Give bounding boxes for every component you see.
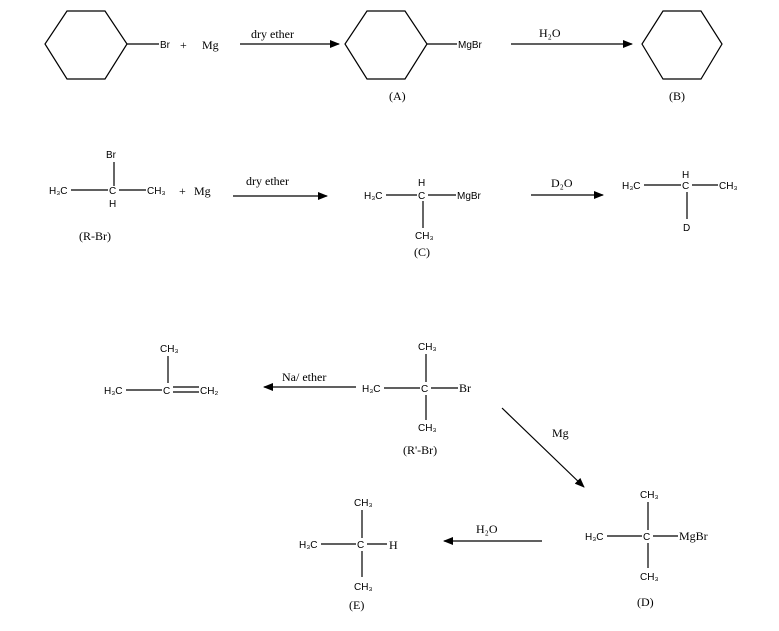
- rbr-h3c-label: H₃C: [362, 384, 381, 395]
- e-ch3-bottom-label: CH₃: [354, 582, 373, 593]
- alkene-ch3-label: CH₃: [160, 344, 179, 355]
- grignard-mgbr-label: MgBr: [457, 191, 482, 202]
- rbr-ch3-bottom-label: CH₃: [418, 423, 437, 434]
- dry-ether-label-2: dry ether: [246, 174, 289, 188]
- grignard-h-label: H: [418, 178, 425, 189]
- plus-sign-2: +: [179, 184, 186, 198]
- e-h3c-label: H₃C: [299, 540, 318, 551]
- hydrogen-label: H: [109, 199, 116, 210]
- e-h-label: H: [389, 538, 398, 552]
- label-d: (D): [637, 595, 654, 609]
- magnesium-label: Mg: [202, 38, 219, 52]
- cyclohexane-ring-product: [641, 10, 723, 80]
- na-ether-label: Na/ ether: [282, 370, 326, 384]
- mgbr-label: MgBr: [458, 40, 483, 51]
- grignard-h3c-label: H₃C: [364, 191, 383, 202]
- product-h3c-label: H₃C: [622, 181, 641, 192]
- br-top-label: Br: [106, 150, 117, 161]
- label-e: (E): [349, 598, 364, 612]
- label-a: (A): [389, 89, 406, 103]
- arrow-mg: [501, 407, 585, 488]
- product-carbon-label: C: [682, 181, 689, 192]
- product-ch3-label: CH₃: [719, 181, 738, 192]
- reaction-1: Br + Mg dry ether MgBr (A) H₂O (B): [44, 10, 723, 103]
- plus-sign: +: [180, 38, 187, 52]
- cyclohexane-ring-reactant: [44, 10, 128, 80]
- ch3-label: CH₃: [147, 186, 166, 197]
- e-ch3-top-label: CH₃: [354, 498, 373, 509]
- grignard-ch3-label: CH₃: [415, 231, 434, 242]
- d-ch3-bottom-label: CH₃: [640, 572, 659, 583]
- alkene-carbon-label: C: [163, 386, 170, 397]
- d-h3c-label: H₃C: [585, 532, 604, 543]
- rbr-carbon-label: C: [421, 384, 428, 395]
- d-carbon-label: C: [643, 532, 650, 543]
- rbr-br-label: Br: [459, 381, 471, 395]
- magnesium-label-2: Mg: [194, 184, 211, 198]
- alkene-h3c-label: H₃C: [104, 386, 123, 397]
- h3c-label: H₃C: [49, 186, 68, 197]
- water-label: H₂O: [539, 26, 561, 40]
- deuterium-label: D: [683, 223, 690, 234]
- rbr-ch3-top-label: CH₃: [418, 342, 437, 353]
- alkene-ch2-label: CH₂: [200, 386, 218, 397]
- d-mgbr-label: MgBr: [679, 529, 708, 543]
- water-label-2: H₂O: [476, 522, 498, 536]
- carbon-label: C: [109, 186, 116, 197]
- d2o-label: D₂O: [551, 176, 573, 190]
- grignard-carbon-label: C: [418, 191, 425, 202]
- d-ch3-top-label: CH₃: [640, 490, 659, 501]
- label-b: (B): [669, 89, 685, 103]
- cyclohexane-ring-grignard: [344, 10, 428, 80]
- bromine-label: Br: [160, 40, 171, 51]
- e-carbon-label: C: [357, 540, 364, 551]
- reaction-2: Br H₃C C H CH₃ + Mg (R-Br) dry ether H₃C…: [49, 150, 738, 259]
- dry-ether-label: dry ether: [251, 27, 294, 41]
- label-r-prime-br: (R'-Br): [403, 443, 437, 457]
- reaction-3: CH₃ H₃C C CH₂ Na/ ether CH₃ H₃C C Br CH₃…: [104, 342, 708, 612]
- product-h-label: H: [682, 170, 689, 181]
- label-r-br: (R-Br): [79, 229, 111, 243]
- label-c: (C): [414, 245, 430, 259]
- mg-label: Mg: [552, 426, 569, 440]
